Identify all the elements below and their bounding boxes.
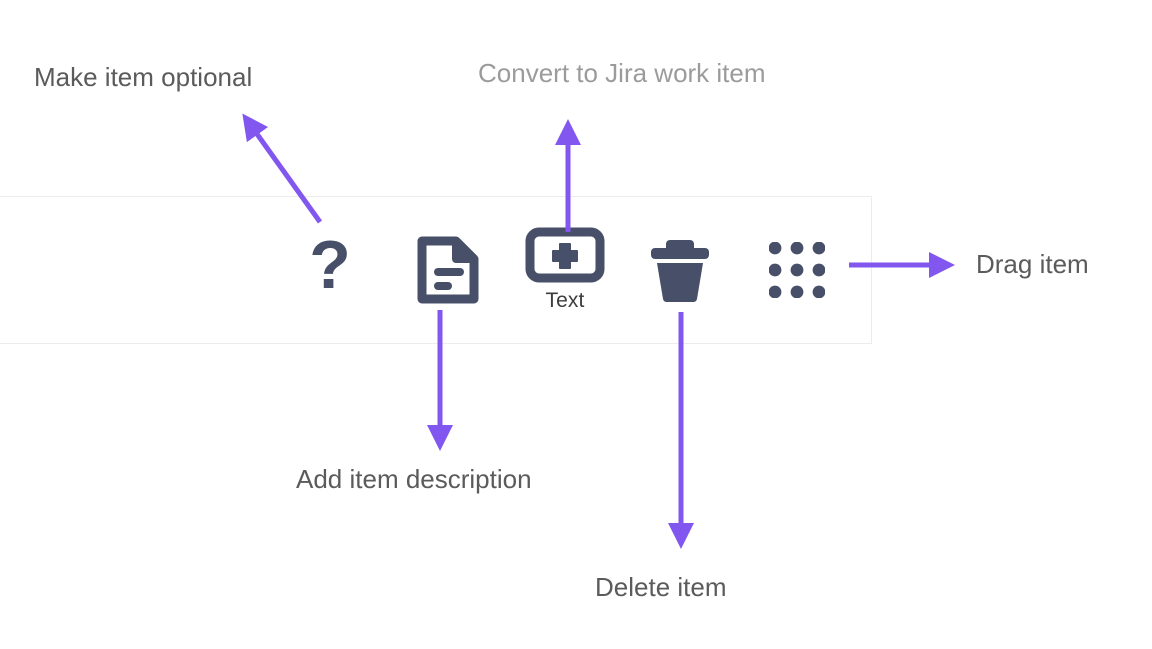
document-description-icon xyxy=(416,235,480,305)
question-mark-icon: ? xyxy=(305,227,355,306)
add-text-box-icon xyxy=(525,227,605,283)
annotation-delete-item: Delete item xyxy=(595,572,727,602)
annotation-add-item-description: Add item description xyxy=(296,464,532,494)
toolbar-button-make-optional[interactable]: ? xyxy=(294,196,366,344)
annotation-drag-item: Drag item xyxy=(976,249,1089,279)
drag-dots-grid-icon xyxy=(768,241,826,299)
toolbar-button-convert-to-jira[interactable]: Text xyxy=(525,196,605,344)
toolbar-caption-text: Text xyxy=(545,289,585,312)
svg-text:?: ? xyxy=(309,234,351,303)
toolbar-button-add-description[interactable] xyxy=(411,196,485,344)
annotation-make-item-optional: Make item optional xyxy=(34,62,253,92)
trash-icon xyxy=(641,234,719,306)
toolbar-icon-row: ? Text xyxy=(0,196,872,344)
toolbar-button-delete[interactable] xyxy=(641,196,719,344)
annotation-convert-to-jira-work-item: Convert to Jira work item xyxy=(478,58,766,88)
toolbar-button-drag[interactable] xyxy=(760,196,834,344)
